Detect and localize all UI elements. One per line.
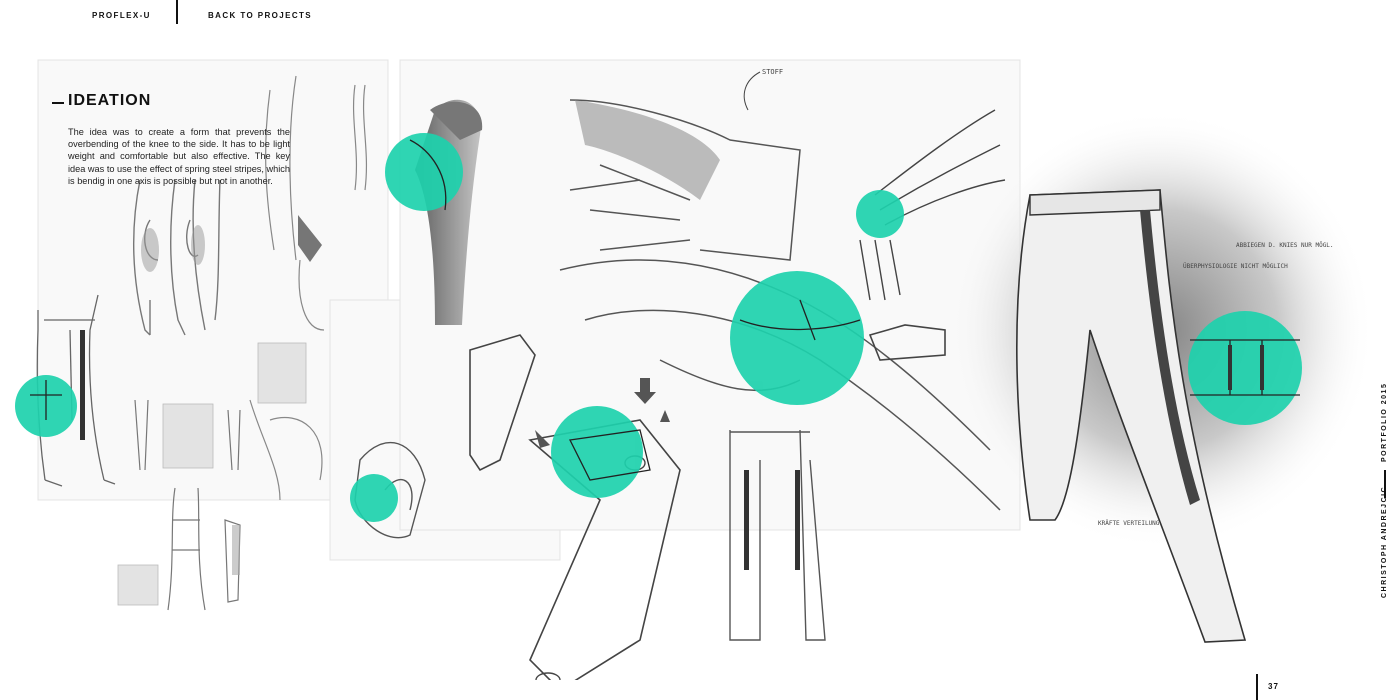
- note-abbiegen: ABBIEGEN D. KNIES NUR MÖGL.: [1236, 242, 1334, 249]
- back-to-projects-link[interactable]: BACK TO PROJECTS: [208, 11, 313, 20]
- portfolio-year-label: PORTFOLIO 2015: [1381, 382, 1388, 462]
- nav-divider: [176, 0, 178, 24]
- ideation-sketches: STOFF ÜBERPHYSIOLOGIE NICHT MÖGLICH ABBI…: [15, 59, 1375, 680]
- pants-waistband: [1029, 189, 1161, 216]
- brace-dark-fill: [298, 215, 322, 262]
- sketch-overlay-lines: [30, 139, 1300, 481]
- title-accent-bar: [52, 102, 64, 104]
- note-stoff: STOFF: [762, 68, 783, 76]
- spring-stripe-sketches: [249, 75, 368, 501]
- legs-sketch-shading: [141, 225, 205, 272]
- note-kraefte: KRÄFTE VERTEILUNG: [1098, 520, 1160, 527]
- knee-cap-top: [430, 101, 483, 140]
- trousers-figure-sketch: [729, 429, 826, 641]
- section-title: IDEATION: [68, 92, 152, 109]
- page-number: 37: [1268, 682, 1279, 691]
- section-description: The idea was to create a form that preve…: [68, 127, 290, 186]
- sidebar-divider: [1384, 470, 1386, 498]
- trousers-dark-stripes: [744, 470, 800, 570]
- note-stoff-arrow: [743, 71, 761, 111]
- knee-hatch-sketch: [232, 525, 240, 575]
- plate-hole: [535, 672, 561, 680]
- author-name-label: CHRISTOPH ANDREJCIC: [1381, 485, 1388, 598]
- plate-sketch: [469, 324, 946, 680]
- figure-leg-dark-stripe: [80, 330, 85, 440]
- pants-side-stripe: [1140, 210, 1200, 505]
- top-navigation: PROFLEX-U BACK TO PROJECTS: [0, 0, 1400, 30]
- nav-project-link[interactable]: PROFLEX-U: [92, 11, 151, 20]
- page-number-divider: [1256, 674, 1258, 700]
- note-ueberphysiologie: ÜBERPHYSIOLOGIE NICHT MÖGLICH: [1183, 263, 1288, 270]
- side-stripe-detail: [1228, 345, 1264, 390]
- knee-detail-sketches: [134, 399, 241, 611]
- force-arrows: [535, 378, 670, 448]
- handwritten-notes: STOFF ÜBERPHYSIOLOGIE NICHT MÖGLICH ABBI…: [762, 68, 1334, 527]
- fork-shaded-arm: [575, 100, 720, 200]
- pants-sketch: [1016, 189, 1247, 643]
- sticky-notes: [117, 342, 307, 606]
